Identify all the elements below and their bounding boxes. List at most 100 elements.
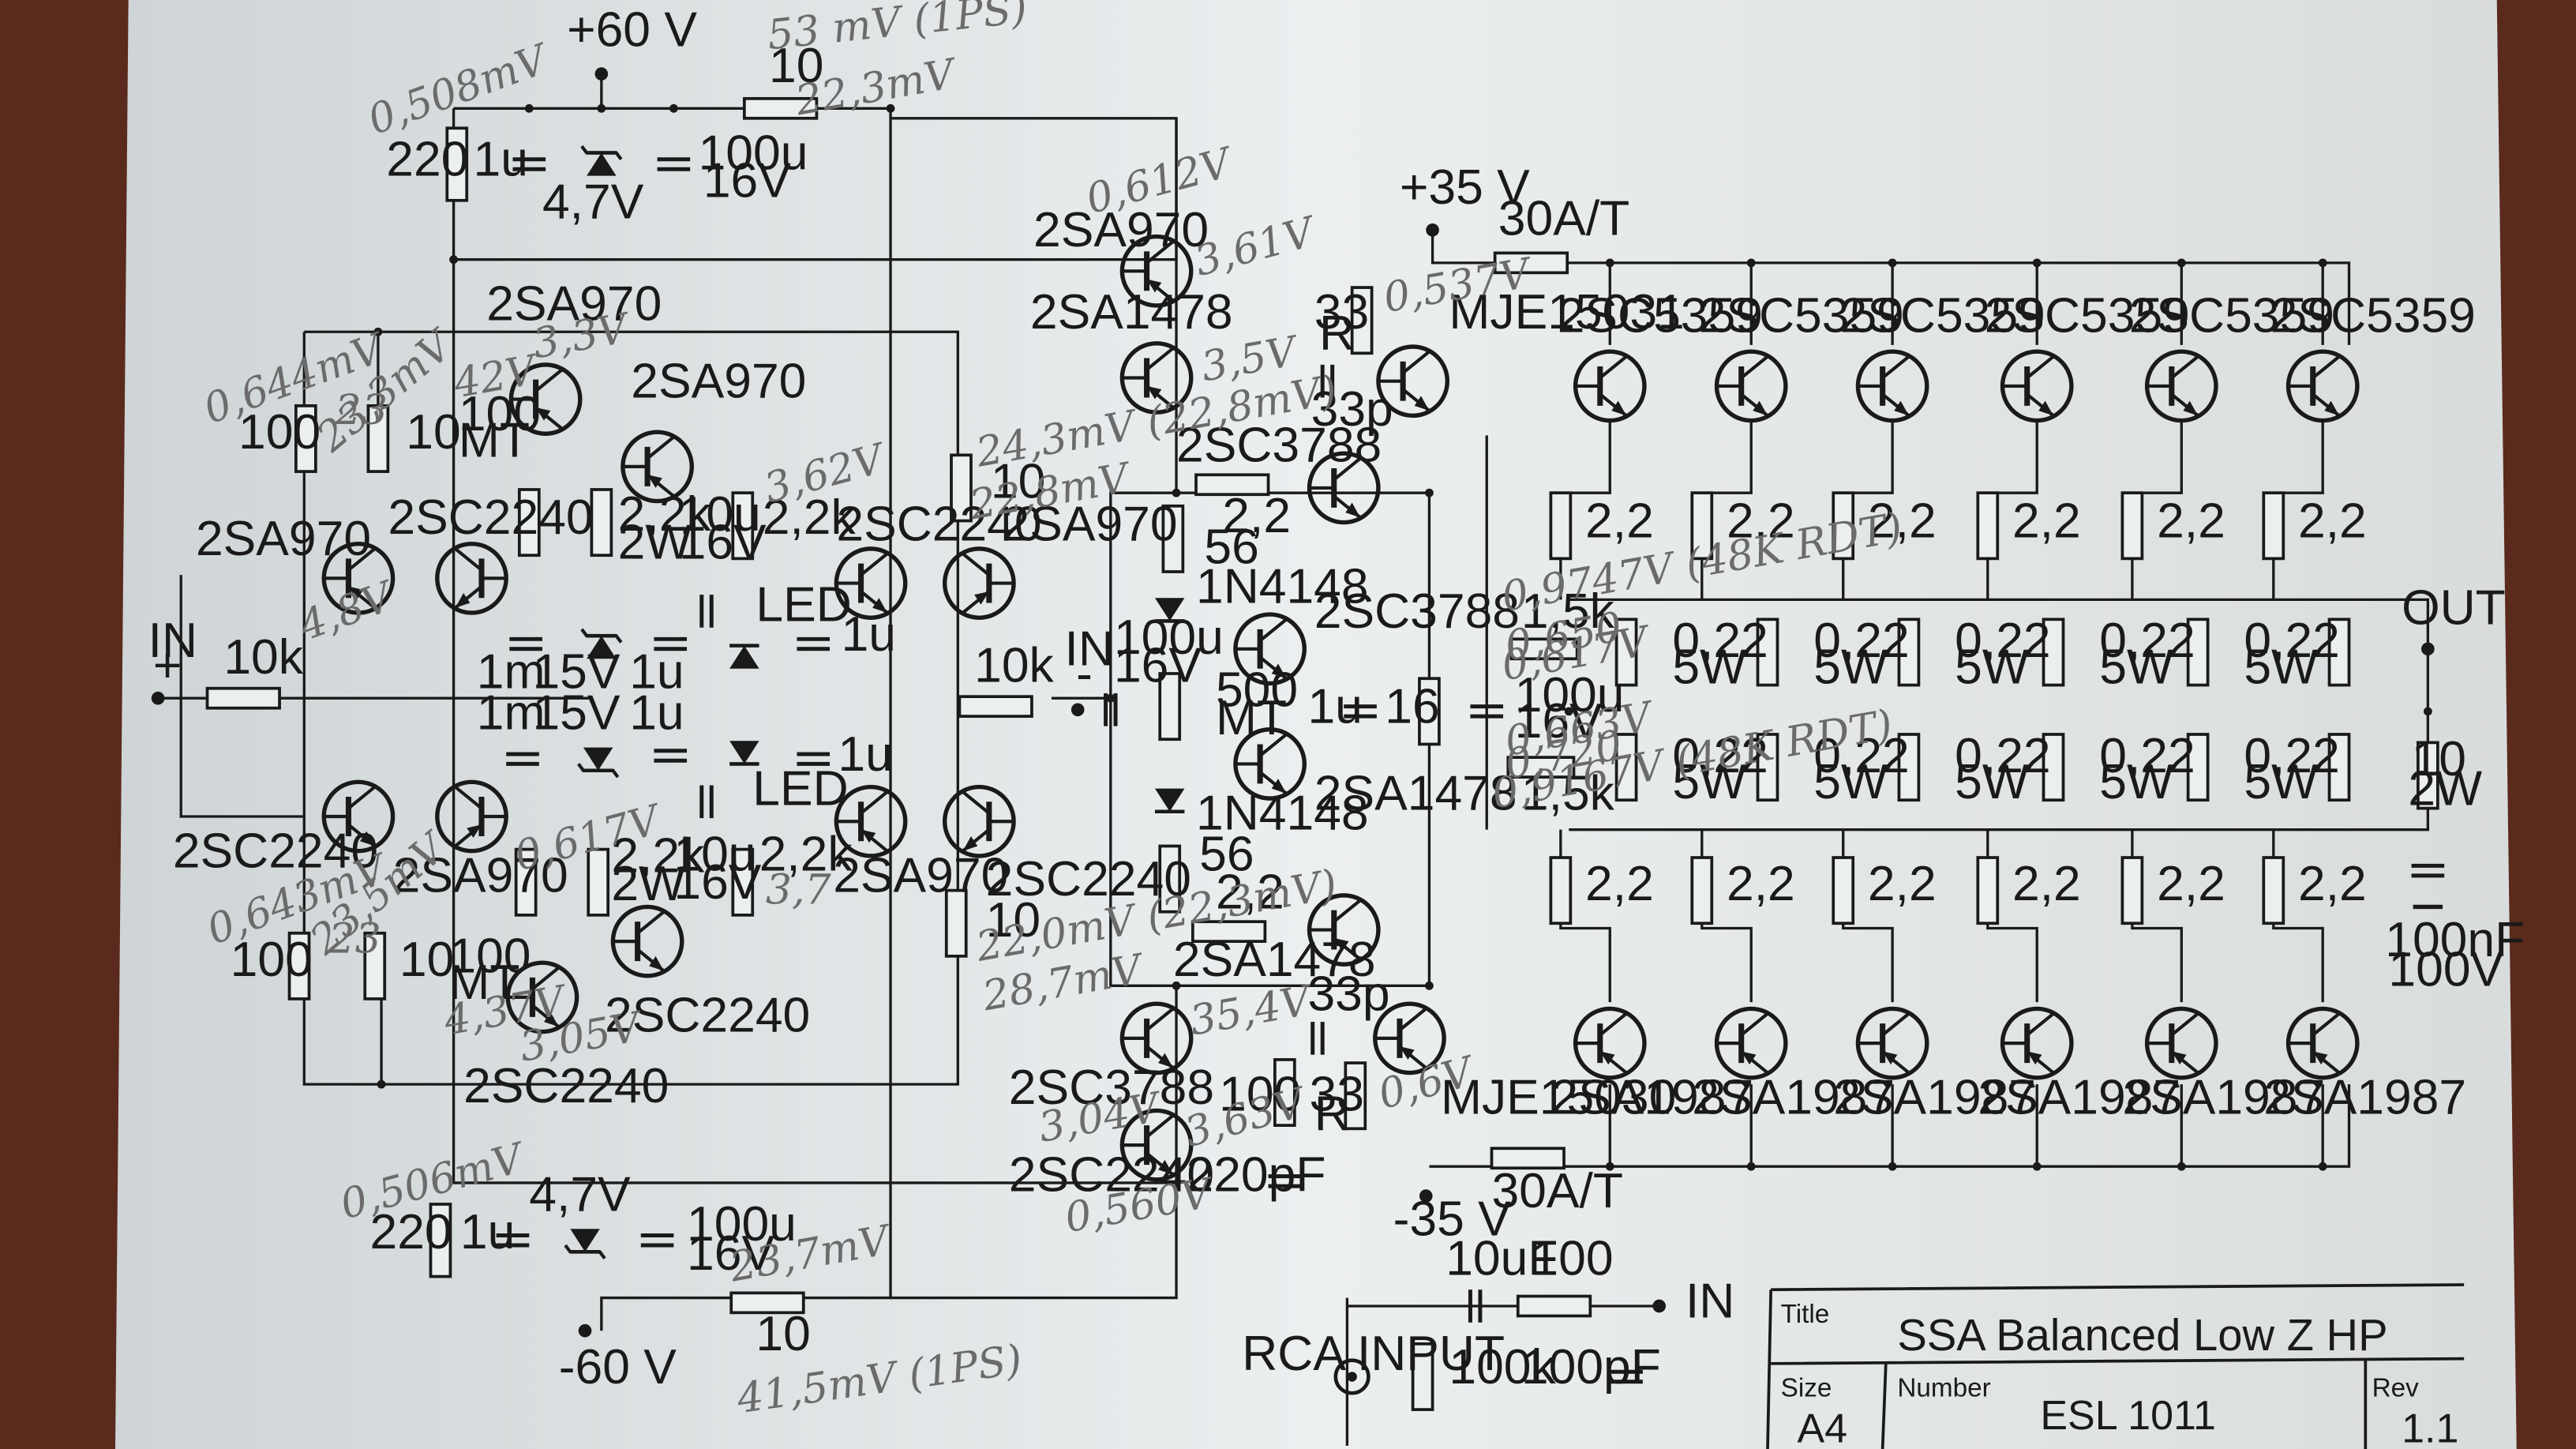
label-2sc5359-4: 2SC5359 [1985, 288, 2190, 343]
label-emitter-power-bottom-5: 5W [2244, 755, 2318, 809]
resistor-base-2-2-top-1 [1549, 491, 1573, 561]
label-base-res-bottom-3: 2,2 [1868, 857, 1937, 911]
label-c16v-out: 16V [1515, 694, 1603, 749]
q-2sa970-inner-bottom [435, 779, 508, 854]
output-emitter-bottom [1559, 829, 1611, 1003]
q-2sa970-ccs-top [508, 362, 583, 436]
q-2sa1987-1 [1573, 1006, 1647, 1080]
label-led-top: LED [756, 577, 851, 632]
label-2sc5359-3: 2SC5359 [1840, 288, 2045, 343]
resistor-10k-in-pos [205, 686, 281, 710]
resistor-0-22-bottom-6 [2327, 733, 2351, 802]
resistor-56-top [1161, 504, 1185, 573]
label-r23-bottom: 23 [328, 916, 381, 963]
label-c100u-bias: 100u [1114, 610, 1224, 665]
label-emitter-res-bottom-1: 0,22 [1672, 729, 1768, 783]
capacitor-10u-top [699, 595, 714, 628]
label-2sa1987-1: 2SA1987 [1550, 1071, 1753, 1125]
junction-dot [886, 103, 895, 113]
label-emitter-res-top-3: 0,22 [1955, 614, 2050, 668]
resistor-220-top [445, 126, 469, 202]
label-r2-2-bottom: 2,2 [1216, 865, 1284, 920]
label-r33-bottom: 33 [1310, 1067, 1364, 1121]
capacitor-1u-top [512, 157, 546, 171]
label-c15v-top: 15V [532, 645, 620, 700]
rail-neg-35-terminal [1419, 1189, 1433, 1203]
fuse-top-label: 30A/T [1498, 192, 1629, 246]
resistor-56-bottom [1158, 844, 1182, 914]
q-2sa1478-vas-top [1119, 341, 1194, 415]
resistor-0-22-top-5 [2186, 618, 2210, 687]
resistor-2-2-bottom [1191, 920, 1267, 943]
label-r10-left-top: 10 [406, 405, 460, 460]
label-2sc5359-2: 2SC5359 [1699, 288, 1904, 343]
label-c33p-bottom: 33p [1307, 967, 1389, 1022]
q-2sc3788-vas-bottom [1119, 1001, 1194, 1075]
label-emitter-res-bottom-4: 0,22 [2099, 729, 2195, 783]
junction-dot [1888, 258, 1897, 268]
resistor-0-22-bottom-1 [1614, 733, 1638, 802]
label-2sc2240-vas: 2SC2240 [1009, 1147, 1214, 1202]
label-c10uf: 10uF [1445, 1231, 1558, 1286]
label-r10-top: 10 [769, 39, 823, 93]
label-2sc2240-right-bottom: 2SC2240 [986, 852, 1191, 907]
q-2sc2240-left-bottom [321, 779, 396, 854]
in-pos-bridge [179, 575, 305, 818]
capacitor-1u-bottom [496, 1233, 530, 1248]
label-r-bottom: R [1314, 1087, 1350, 1141]
resistor-base-2-2-top-6 [2262, 491, 2285, 561]
q-2sc2240-right-top [834, 546, 908, 620]
output-emitter-bottom [2131, 829, 2183, 1003]
q-2sa970-right-top-2 [942, 546, 1016, 620]
capacitor-100u-bias [1470, 704, 1504, 719]
q-2sa1987-3 [1855, 1006, 1929, 1080]
rail-neg-35-label: -35 V [1393, 1192, 1512, 1247]
q-2sa970-ccs-top-2 [621, 430, 694, 504]
label-c16v-bottom: 16V [687, 1226, 774, 1281]
label-base-res-top-4: 2,2 [2012, 494, 2081, 548]
label-c16v-bias: 16V [1114, 638, 1202, 693]
label-mt-bottom: MT [448, 955, 519, 1010]
q-2sa1987-2 [1714, 1006, 1788, 1080]
q-2sa1478-driver [1307, 893, 1381, 967]
q-2sa970-vas-top [1119, 234, 1194, 308]
q-2sa970-left-top [321, 541, 396, 615]
label-2sc3788-vas: 2SC3788 [1009, 1060, 1214, 1115]
fuse-top [1493, 251, 1569, 275]
resistor-2k2-top [590, 488, 613, 557]
junction-dot [2318, 1162, 2327, 1171]
label-emitter-res-top-5: 0,22 [2244, 614, 2339, 668]
resistor-10-right-top [950, 453, 973, 523]
label-r56-bottom: 56 [1199, 828, 1254, 882]
label-emitter-res-bottom-5: 0,22 [2244, 729, 2339, 783]
q-bias-bottom [1233, 727, 1307, 801]
label-c1u-mid-bottom: 1u [629, 686, 684, 741]
label-r10-left-bottom: 10 [399, 933, 454, 987]
capacitor-33p-bottom [1310, 1022, 1325, 1055]
q-mje15030 [1373, 1001, 1446, 1075]
label-emitter-power-top-2: 5W [1813, 640, 1888, 694]
diode-1n4148-top [1154, 598, 1185, 623]
label-2sc3788-driver: 2SC3788 [1176, 419, 1382, 473]
q-2sc3788-driver [1307, 451, 1381, 525]
q-2sc5359-1 [1573, 349, 1647, 423]
label-base-res-bottom-6: 2,2 [2298, 857, 2367, 911]
label-r33-top: 33 [1314, 285, 1369, 340]
resistor-0-22-top-2 [1756, 618, 1779, 687]
label-base-res-bottom-2: 2,2 [1727, 857, 1795, 911]
junction-dot [597, 103, 606, 113]
resistor-0-22-bottom-4 [2042, 733, 2065, 802]
trimmer-100-bottom [514, 847, 538, 917]
label-emitter-power-top-5: 5W [2244, 640, 2318, 694]
title-block-title: SSA Balanced Low Z HP [1897, 1310, 2387, 1360]
label-2sa1987-5: 2SA1987 [2122, 1071, 2325, 1125]
label-emitter-res-top-1: 0,22 [1672, 614, 1768, 668]
rail-pos-60-terminal [594, 67, 609, 81]
resistor-33-bottom [1344, 1061, 1367, 1131]
label-2sa1987-6: 2SA1987 [2263, 1071, 2466, 1125]
resistor-10-2w-out [2417, 741, 2439, 810]
label-2sc3788-bias: 2SC3788 [1314, 584, 1520, 639]
pot-500-mt [1158, 672, 1182, 741]
label-r10-out: 10 [2412, 732, 2466, 786]
label-c100nf: 100nF [2385, 913, 2525, 967]
